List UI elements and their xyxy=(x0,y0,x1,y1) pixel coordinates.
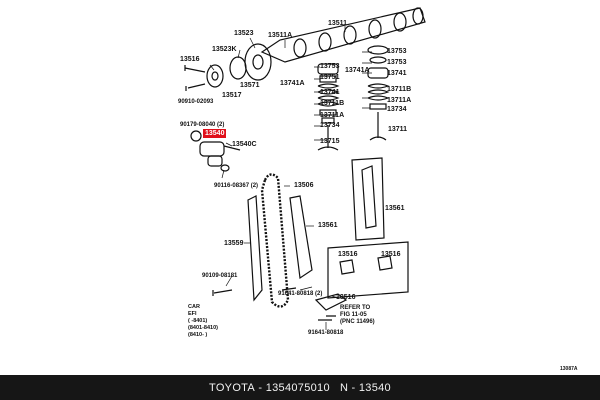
reference-note: REFER TO FIG 11-05 (PNC 11496) xyxy=(340,305,375,326)
note-line: REFER TO xyxy=(340,305,371,311)
note-line: FIG 11-05 xyxy=(340,312,367,318)
part-label: 13511A xyxy=(268,32,293,39)
part-label: 13741 xyxy=(387,70,407,77)
legend-item: (8401-8410) xyxy=(188,325,218,331)
part-label: 13741 xyxy=(320,89,340,96)
part-label: 13715 xyxy=(320,138,340,145)
part-label: 13523 xyxy=(234,30,254,37)
part-label: 13540C xyxy=(232,141,257,148)
part-label: 13753 xyxy=(320,63,340,70)
part-info-bar: TOYOTA - 1354075010 N - 13540 xyxy=(0,375,600,400)
legend-item: (8410- ) xyxy=(188,332,208,338)
slipper-drawing xyxy=(361,165,377,229)
separator: - xyxy=(255,381,266,394)
legend-item: EFI xyxy=(188,311,197,317)
part-label: 13516 xyxy=(180,56,200,63)
part-label: 13734 xyxy=(320,122,340,129)
chain-tensioner-drawing xyxy=(190,130,241,172)
highlighted-part-label[interactable]: 13540 xyxy=(203,129,227,138)
lower-bolt-drawing xyxy=(212,289,233,296)
slipper-detail-box xyxy=(351,157,385,241)
part-label: 13561 xyxy=(318,222,338,229)
part-label: 90116-08367 (2) xyxy=(214,183,259,189)
legend-item: CAR xyxy=(188,304,200,310)
plate-drawing xyxy=(314,293,348,311)
part-label: 91641-80818 (2) xyxy=(278,291,323,297)
variant-legend: CAR EFI ( -8401) (8401-8410) (8410- ) xyxy=(188,304,218,339)
part-label: 13511 xyxy=(328,20,348,27)
part-label: 91641-80818 xyxy=(308,330,344,336)
part-label: 13753 xyxy=(387,59,407,66)
part-label: 13734 xyxy=(387,106,407,113)
part-label: 13711B xyxy=(320,100,345,107)
camshaft-drawing xyxy=(260,7,426,63)
part-label: 13517 xyxy=(222,92,242,99)
leader-lines xyxy=(209,26,372,330)
part-label: 13506 xyxy=(294,182,314,189)
part-label: 13751 xyxy=(320,74,340,81)
drawing-code: 13087A xyxy=(560,366,578,372)
part-label: 13711A xyxy=(320,112,345,119)
part-label: 13516 xyxy=(338,251,358,258)
bolt-drawing xyxy=(185,83,206,91)
part-label: 13741A xyxy=(280,80,305,87)
part-code: 13540 xyxy=(358,381,391,394)
exploded-parts-diagram xyxy=(184,7,426,330)
lower-bolts-drawing xyxy=(281,287,336,321)
timing-chain-drawing xyxy=(260,173,290,308)
part-label: 90910-02093 xyxy=(178,99,214,105)
part-label: 13753 xyxy=(387,48,407,55)
part-label: 13516 xyxy=(381,251,401,258)
part-label: 90109-08181 xyxy=(202,273,238,279)
part-label: 13561 xyxy=(385,205,405,212)
bracket-drawing xyxy=(339,255,393,275)
part-label: 13523K xyxy=(212,46,237,53)
part-label: 13711 xyxy=(388,126,408,133)
part-label: 13711B xyxy=(387,86,412,93)
chain-damper-drawing xyxy=(289,195,313,280)
part-label: 13741A xyxy=(345,67,370,74)
bracket-detail-box xyxy=(327,241,409,299)
part-number: 1354075010 xyxy=(265,381,330,394)
part-label: 13516 xyxy=(336,294,356,301)
legend-item: ( -8401) xyxy=(188,318,208,324)
part-label: 13559 xyxy=(224,240,244,247)
chain-guide-drawing xyxy=(247,195,263,302)
brand-name: TOYOTA xyxy=(209,381,256,394)
note-line: (PNC 11496) xyxy=(340,319,375,325)
part-label: 90179-08040 (2) xyxy=(180,122,225,128)
part-label: 13571 xyxy=(240,82,260,89)
separator: N - xyxy=(329,381,359,394)
valve-train-drawing xyxy=(317,45,390,151)
part-label: 13711A xyxy=(387,97,412,104)
